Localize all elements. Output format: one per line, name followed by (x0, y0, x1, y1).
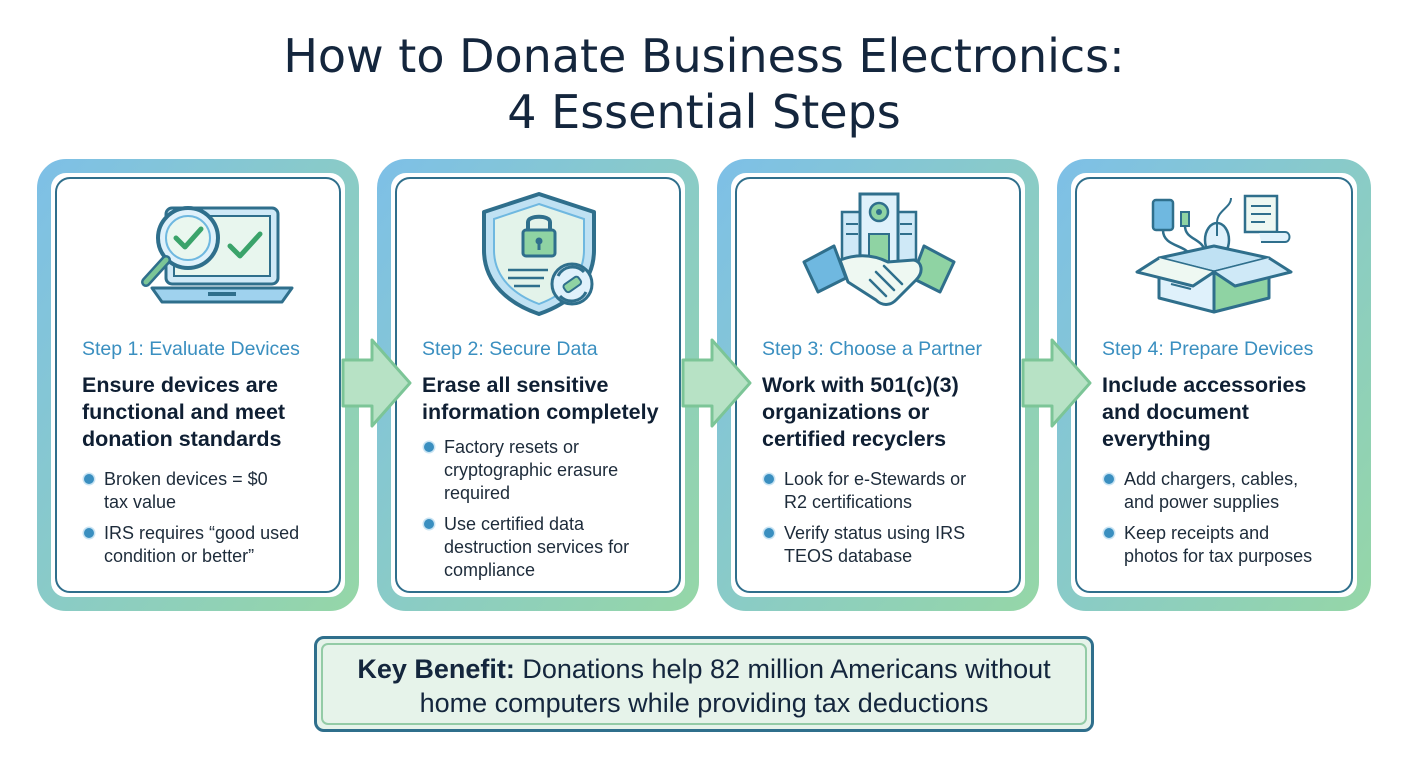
list-item: Factory resets or cryptographic erasure … (422, 436, 682, 505)
title-line-1: How to Donate Business Electronics: (283, 29, 1125, 83)
step-card-2: Step 2: Secure Data Erase all sensitive … (384, 166, 694, 604)
step-3-bullets: Look for e-Stewards or R2 certifications… (762, 468, 1022, 576)
benefit-label: Key Benefit: (357, 654, 515, 684)
connector-arrow-1 (341, 338, 412, 428)
list-item: Look for e-Stewards or R2 certifications (762, 468, 1022, 514)
step-card-1: Step 1: Evaluate Devices Ensure devices … (44, 166, 354, 604)
laptop-magnifier-check-icon (141, 206, 294, 304)
handshake-building-icon (802, 192, 956, 306)
step-2-label: Step 2: Secure Data (422, 338, 598, 360)
step-2-heading: Erase all sensitive information complete… (422, 373, 659, 424)
list-item: IRS requires “good used condition or bet… (82, 522, 342, 568)
list-item: Keep receipts and photos for tax purpose… (1102, 522, 1362, 568)
step-4-bullets: Add chargers, cables, and power supplies… (1102, 468, 1362, 576)
step-3-label: Step 3: Choose a Partner (762, 338, 983, 360)
page-title: How to Donate Business Electronics: 4 Es… (0, 28, 1408, 140)
list-item: Use certified data destruction services … (422, 513, 682, 582)
list-item: Add chargers, cables, and power supplies (1102, 468, 1362, 514)
title-line-2: 4 Essential Steps (507, 85, 901, 139)
benefit-text-2: home computers while providing tax deduc… (419, 688, 989, 718)
list-item: Broken devices = $0 tax value (82, 468, 342, 514)
step-3-heading: Work with 501(c)(3) organizations or cer… (762, 373, 959, 451)
step-1-label: Step 1: Evaluate Devices (82, 338, 300, 360)
step-card-3: Step 3: Choose a Partner Work with 501(c… (724, 166, 1034, 604)
step-4-heading: Include accessories and document everyth… (1102, 373, 1307, 451)
key-benefit-banner: Key Benefit: Donations help 82 million A… (314, 636, 1094, 732)
card-frame-4 (1057, 159, 1371, 611)
shield-lock-icon (482, 192, 596, 316)
step-1-heading: Ensure devices are functional and meet d… (82, 373, 286, 451)
step-4-label: Step 4: Prepare Devices (1102, 338, 1314, 360)
connector-arrow-3 (1021, 338, 1092, 428)
step-1-bullets: Broken devices = $0 tax value IRS requir… (82, 468, 342, 576)
step-card-4: Step 4: Prepare Devices Include accessor… (1064, 166, 1364, 604)
list-item: Verify status using IRS TEOS database (762, 522, 1022, 568)
benefit-line-1: Key Benefit: Donations help 82 million A… (317, 652, 1091, 686)
step-2-bullets: Factory resets or cryptographic erasure … (422, 436, 682, 590)
box-accessories-icon (1135, 194, 1293, 314)
connector-arrow-2 (681, 338, 752, 428)
benefit-text-1: Donations help 82 million Americans with… (514, 654, 1051, 684)
